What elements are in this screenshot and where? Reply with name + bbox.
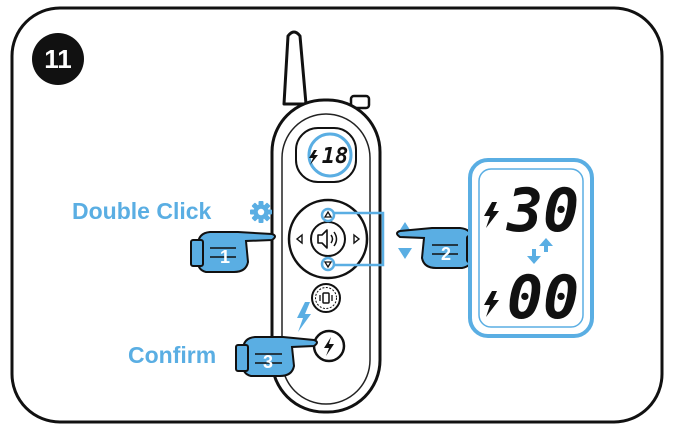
hand-1-number: 1 [220, 247, 230, 267]
lightning-icon [484, 291, 499, 317]
connector-bracket [334, 211, 385, 267]
remote-inner [281, 113, 371, 405]
right-arrow [353, 233, 361, 245]
shock-button[interactable] [312, 329, 346, 363]
side-nub [349, 94, 371, 110]
remote-transmitter: 18 [270, 30, 382, 414]
confirm-label: Confirm [128, 342, 217, 368]
step-badge: 11 [32, 33, 84, 85]
up-arrow [323, 210, 333, 218]
zoom-bottom-value: 00 [507, 263, 579, 333]
left-arrow [295, 233, 303, 245]
vibrate-button[interactable] [311, 283, 341, 313]
swap-arrows-icon [527, 238, 553, 264]
center-button [310, 221, 346, 257]
down-arrow [323, 261, 333, 269]
small-display-value: 18 [322, 144, 349, 169]
hand-2-number: 2 [441, 244, 451, 264]
shock-indicator-icon [297, 302, 311, 332]
zoom-top-value: 30 [506, 176, 579, 246]
lightning-icon [309, 150, 318, 165]
antenna [282, 30, 308, 106]
vibrate-icon [322, 292, 330, 304]
lightning-icon [324, 337, 334, 356]
lightning-icon [484, 202, 499, 228]
hand-1: 1 [190, 231, 276, 273]
up-button-highlight [320, 207, 336, 223]
step-number: 11 [44, 44, 72, 74]
d-pad[interactable] [287, 198, 369, 280]
gear-icon [250, 201, 272, 223]
double-click-label: Double Click [72, 198, 212, 224]
hand-3: 3 [235, 336, 318, 377]
zoomed-display: 30 00 [468, 158, 594, 338]
speaker-icon [317, 229, 338, 249]
small-display: 18 [295, 127, 357, 183]
hand-3-number: 3 [263, 352, 273, 372]
